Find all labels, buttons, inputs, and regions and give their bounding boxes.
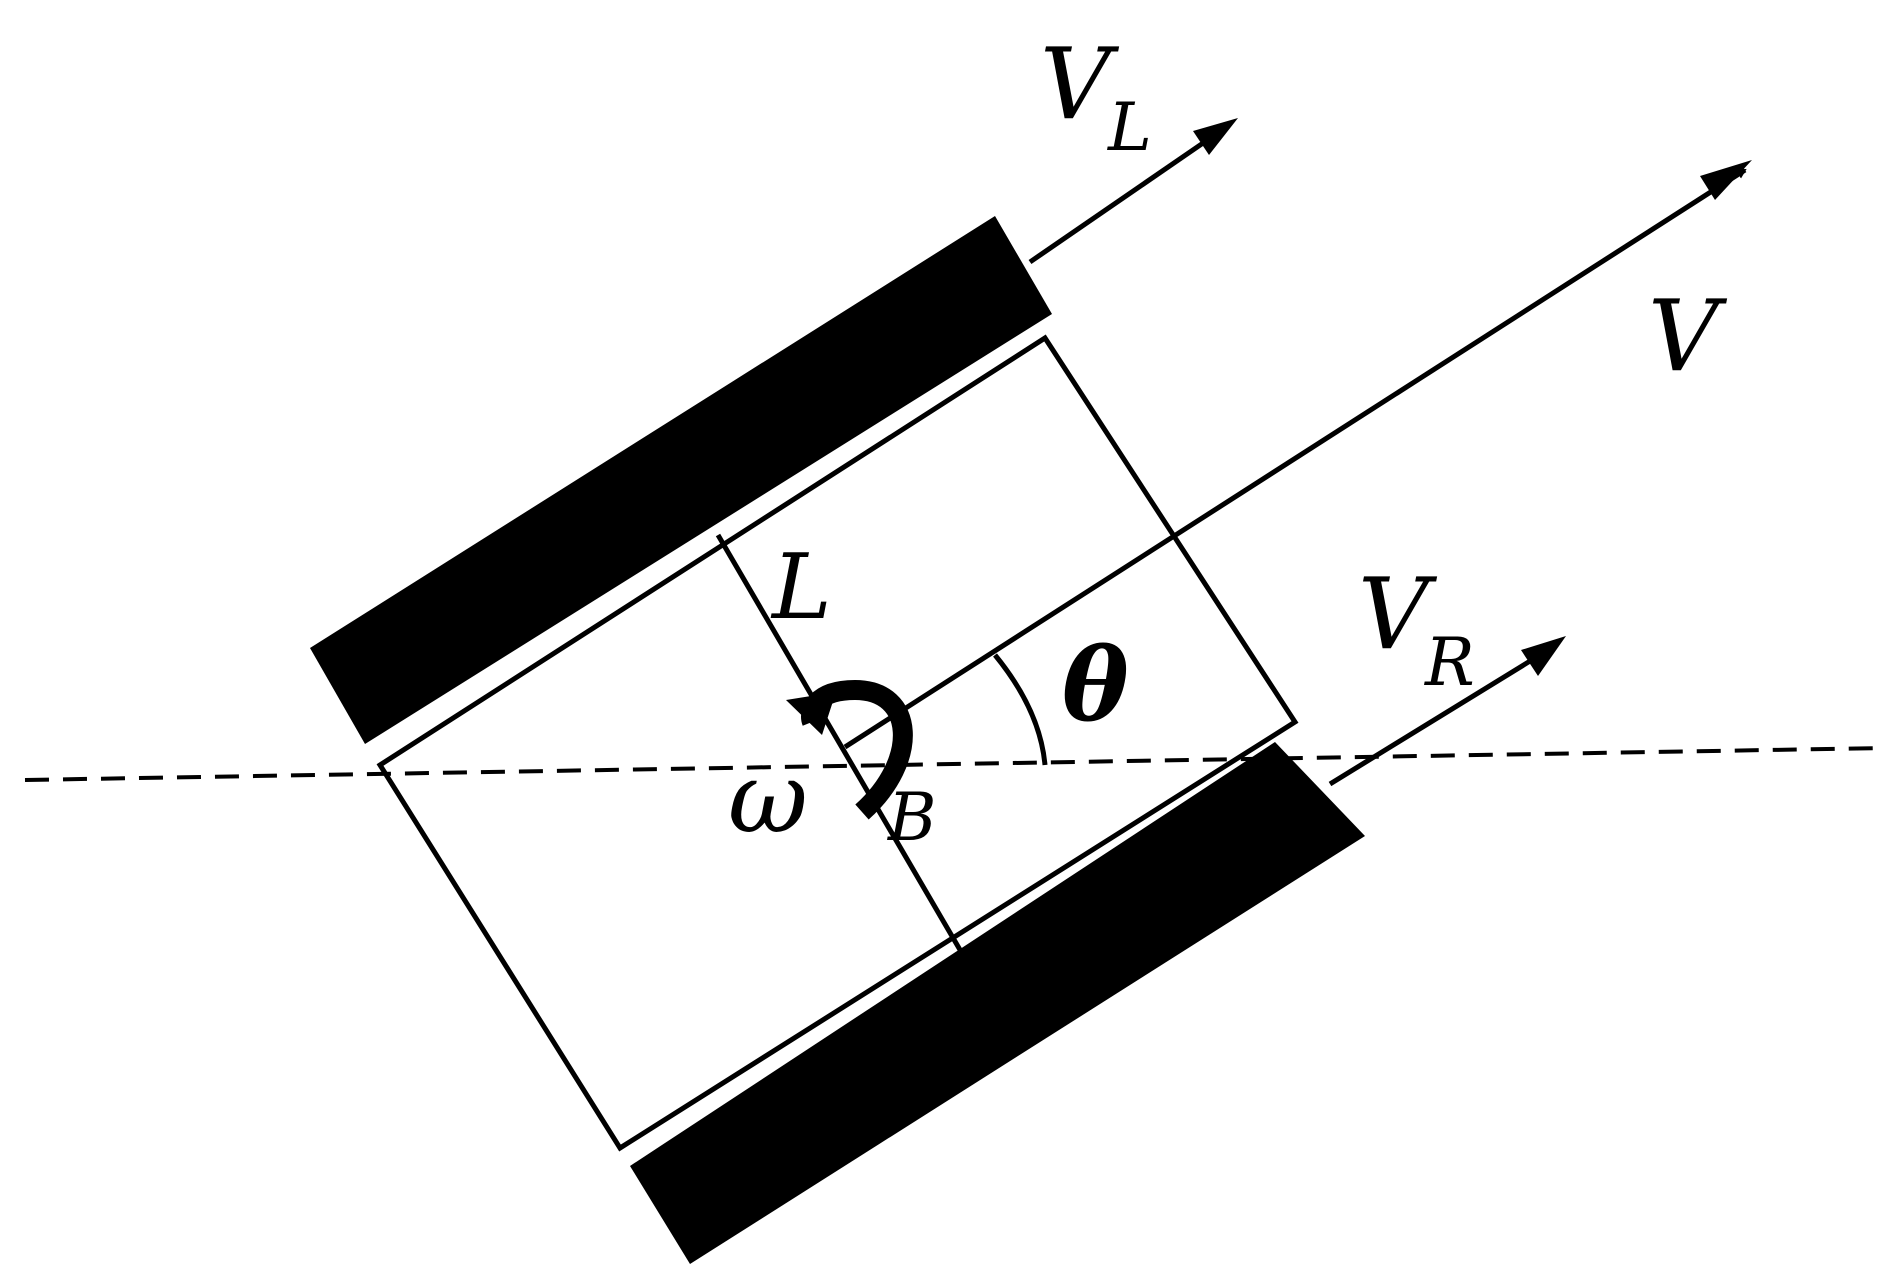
label-v-left: V xyxy=(1040,28,1120,142)
label-omega: ω xyxy=(728,742,808,856)
velocity-left-arrow xyxy=(1028,127,1224,265)
reference-dashed-line xyxy=(24,746,1886,782)
label-v-left-subscript: L xyxy=(1107,89,1152,166)
label-length: L xyxy=(770,535,832,640)
label-theta: θ xyxy=(1062,626,1129,744)
right-wheel xyxy=(630,742,1365,1264)
omega-arrowhead xyxy=(786,692,836,735)
label-v: V xyxy=(1648,280,1728,394)
velocity-v-arrow xyxy=(843,167,1747,750)
label-v-right-subscript: R xyxy=(1424,624,1475,701)
label-point-b: B xyxy=(887,779,937,856)
velocity-left-arrowhead xyxy=(1193,118,1238,155)
axle-line xyxy=(715,533,966,957)
label-v-right: V xyxy=(1358,558,1438,672)
velocity-v-arrowhead xyxy=(1700,160,1752,200)
velocity-right-arrow xyxy=(1328,647,1550,787)
theta-arc xyxy=(993,653,1048,766)
velocity-right-arrowhead xyxy=(1521,636,1566,676)
robot-body xyxy=(376,334,1299,1152)
left-wheel xyxy=(310,216,1052,744)
